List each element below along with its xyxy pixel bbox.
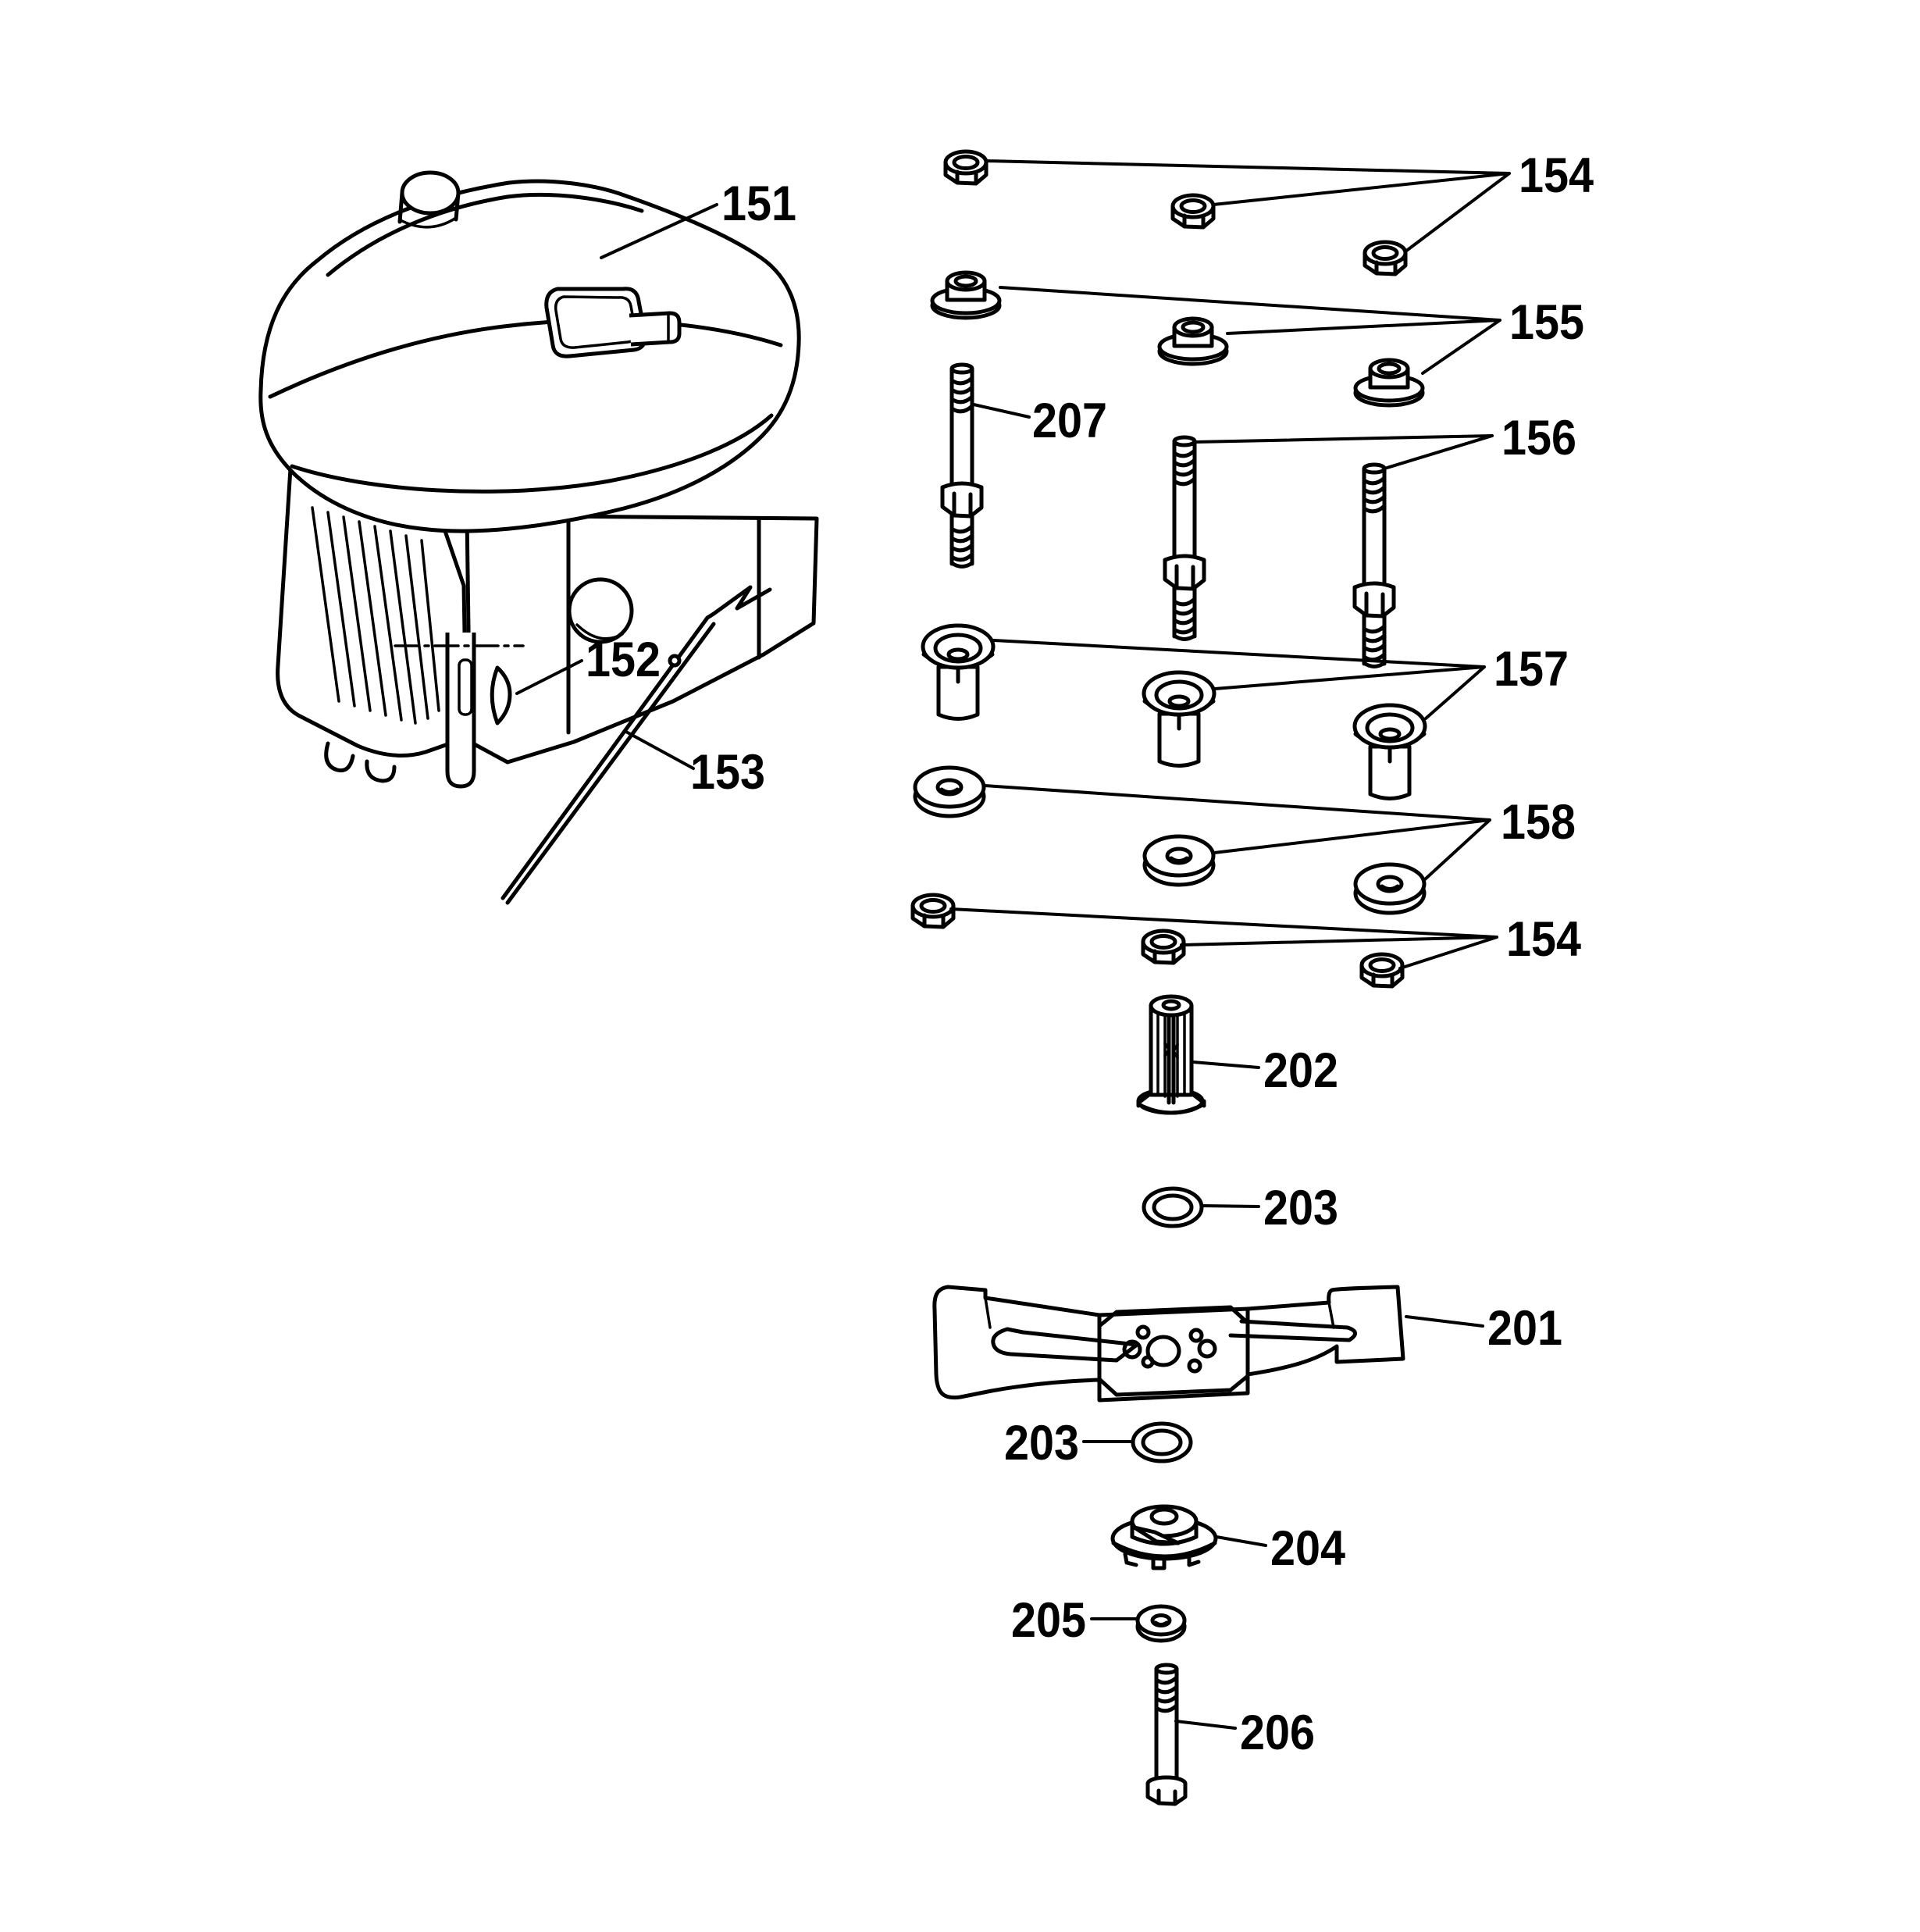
callout-152: 152 <box>586 633 661 687</box>
callout-203-upper: 203 <box>1263 1181 1338 1235</box>
callout-206: 206 <box>1240 1706 1315 1760</box>
blade-washer-lower <box>1133 1424 1191 1461</box>
leader-156 <box>1194 434 1494 470</box>
leader-158 <box>983 784 1491 881</box>
flat-washer-1 <box>915 768 984 816</box>
leader-152 <box>515 659 583 695</box>
blade-adapter <box>1136 994 1206 1115</box>
callout-207: 207 <box>1032 394 1107 448</box>
leader-lines <box>515 159 1511 1730</box>
stud-156-2 <box>1355 465 1394 667</box>
callout-154-top: 154 <box>1519 148 1594 203</box>
shroud-skirt-line <box>290 413 774 494</box>
locknut-top-2 <box>1173 195 1213 227</box>
leader-155 <box>999 286 1501 375</box>
crankcase-edge-lines <box>566 518 761 735</box>
leader-151 <box>600 203 718 259</box>
crankshaft <box>445 633 476 789</box>
callout-202: 202 <box>1263 1043 1338 1098</box>
leader-203-upper <box>1201 1204 1260 1208</box>
engine <box>258 170 819 789</box>
keyway-slot <box>458 658 473 716</box>
stud-207 <box>942 365 981 567</box>
mounting-lugs <box>324 741 397 783</box>
blade-washer-upper <box>1144 1189 1202 1226</box>
locknut-top-1 <box>946 151 986 184</box>
leader-154-bottom <box>949 907 1498 970</box>
locknut-bottom-2 <box>1143 931 1184 963</box>
engine-right-block <box>465 513 819 765</box>
callout-labels: 151 152 153 154 155 156 207 157 158 154 … <box>586 148 1594 1760</box>
lock-washer <box>1138 1606 1184 1641</box>
shroud-seam-top <box>326 192 644 277</box>
cup-spacer-3 <box>1355 705 1425 799</box>
throttle-rod <box>500 585 772 905</box>
callout-205: 205 <box>1011 1593 1086 1648</box>
leader-201 <box>1405 1315 1484 1328</box>
locknut-bottom-1 <box>913 895 953 927</box>
flanged-spacer-1 <box>932 273 999 318</box>
fuel-cap <box>397 170 461 229</box>
flat-washer-3 <box>1355 864 1424 913</box>
callout-203-lower: 203 <box>1004 1416 1079 1470</box>
cup-spacer-1 <box>923 626 993 719</box>
blade-driver <box>1110 1504 1218 1570</box>
cooling-fins <box>311 506 440 725</box>
leader-154-top <box>985 159 1511 253</box>
callout-157: 157 <box>1494 642 1569 697</box>
recoil-starter-handle <box>544 287 682 358</box>
stud-156-1 <box>1165 437 1204 640</box>
locknut-bottom-3 <box>1362 954 1402 986</box>
leader-207 <box>972 403 1031 419</box>
blade-bolt <box>1145 1663 1188 1806</box>
callout-201: 201 <box>1487 1301 1562 1356</box>
leader-157 <box>992 639 1486 720</box>
callout-153: 153 <box>690 745 765 800</box>
flanged-spacer-2 <box>1159 319 1227 364</box>
exhaust-hole <box>567 577 634 644</box>
leader-202 <box>1192 1060 1260 1069</box>
callout-158: 158 <box>1501 795 1576 850</box>
woodruff-key <box>490 665 512 725</box>
callout-154-bottom: 154 <box>1506 912 1581 967</box>
leader-153 <box>623 729 695 770</box>
blade <box>932 1285 1405 1403</box>
locknut-top-3 <box>1365 242 1405 274</box>
callout-151: 151 <box>721 176 796 231</box>
leader-206 <box>1174 1720 1237 1730</box>
exhaust-hole-shadow <box>575 623 624 640</box>
callout-155: 155 <box>1509 295 1584 350</box>
tank-seam <box>268 318 783 399</box>
callout-204: 204 <box>1270 1521 1345 1576</box>
flanged-spacer-3 <box>1355 360 1423 405</box>
callout-156: 156 <box>1501 411 1576 465</box>
flat-washer-2 <box>1145 836 1213 885</box>
cup-spacer-2 <box>1144 672 1214 766</box>
leader-204 <box>1215 1535 1267 1547</box>
